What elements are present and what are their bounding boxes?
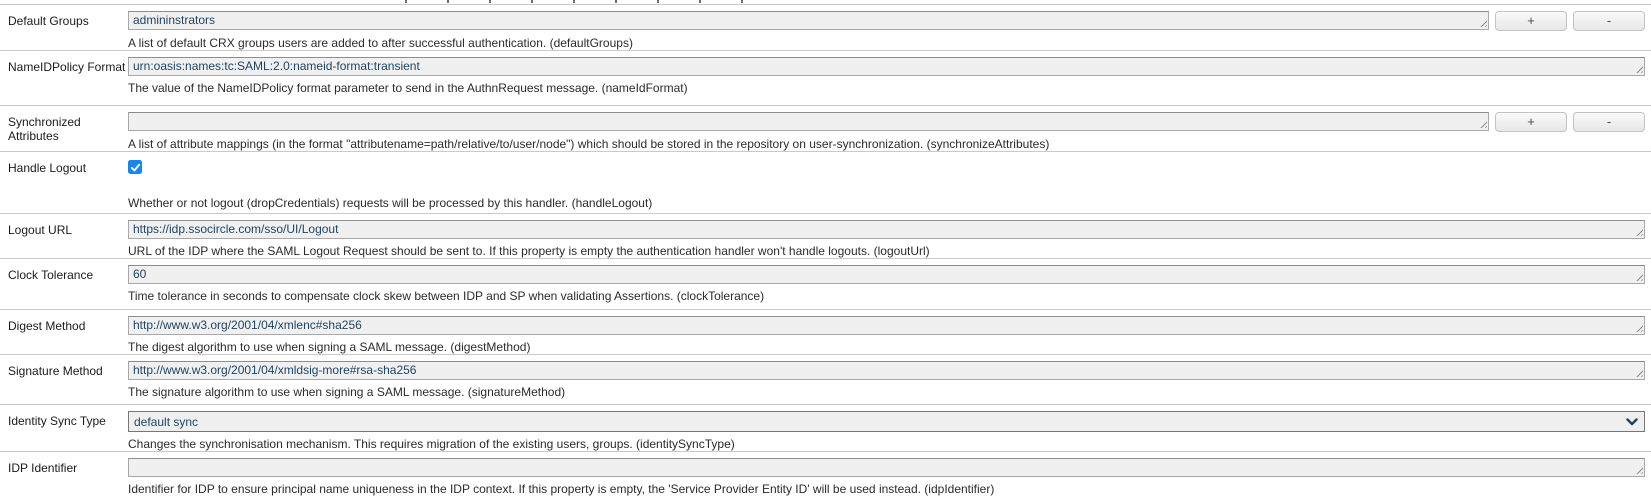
field-row-default-groups: Default Groups admininstrators + - A lis… [0,4,1651,50]
synchronized-attributes-remove-button[interactable]: - [1573,112,1645,132]
field-row-signature-method: Signature Method http://www.w3.org/2001/… [0,354,1651,404]
logout-url-input[interactable]: https://idp.ssocircle.com/sso/UI/Logout [128,220,1645,239]
field-label-logout-url: Logout URL [8,223,73,237]
synchronized-attributes-input[interactable] [128,112,1489,131]
field-description-identity-sync-type: Changes the synchronisation mechanism. T… [128,437,735,451]
field-description-handle-logout: Whether or not logout (dropCredentials) … [128,196,653,210]
field-description-clock-tolerance: Time tolerance in seconds to compensate … [128,289,765,303]
field-description-nameid-policy-format: The value of the NameIDPolicy format par… [128,81,688,95]
field-description-default-groups: A list of default CRX groups users are a… [128,36,633,50]
field-description-idp-identifier: Identifier for IDP to ensure principal n… [128,482,995,496]
field-row-handle-logout: Handle Logout Whether or not logout (dro… [0,151,1651,213]
field-description-logout-url: URL of the IDP where the SAML Logout Req… [128,244,930,258]
field-row-clock-tolerance: Clock Tolerance 60 Time tolerance in sec… [0,258,1651,309]
field-row-digest-method: Digest Method http://www.w3.org/2001/04/… [0,309,1651,354]
field-label-signature-method: Signature Method [8,364,103,378]
field-row-nameid-policy-format: NameIDPolicy Format urn:oasis:names:tc:S… [0,50,1651,105]
field-label-identity-sync-type: Identity Sync Type [8,414,106,428]
field-description-signature-method: The signature algorithm to use when sign… [128,385,566,399]
default-groups-remove-button[interactable]: - [1573,11,1645,31]
field-label-nameid-policy-format: NameIDPolicy Format [8,60,126,74]
handle-logout-checkbox[interactable] [128,160,142,174]
field-row-identity-sync-type: Identity Sync Type default sync Changes … [0,404,1651,451]
clipped-previous-row [0,0,1651,4]
digest-method-input[interactable]: http://www.w3.org/2001/04/xmlenc#sha256 [128,316,1645,335]
field-label-default-groups: Default Groups [8,14,89,28]
field-label-digest-method: Digest Method [8,319,86,333]
field-label-synchronized-attributes: Synchronized Attributes [8,115,81,143]
signature-method-input[interactable]: http://www.w3.org/2001/04/xmldsig-more#r… [128,361,1645,380]
field-description-digest-method: The digest algorithm to use when signing… [128,340,531,354]
clipped-text-remnant [405,0,750,3]
field-label-clock-tolerance: Clock Tolerance [8,268,94,282]
field-row-synchronized-attributes: Synchronized Attributes + - A list of at… [0,105,1651,151]
field-label-idp-identifier: IDP Identifier [8,461,78,475]
identity-sync-type-select[interactable]: default sync [128,411,1645,432]
default-groups-add-button[interactable]: + [1495,11,1567,31]
field-row-idp-identifier: IDP Identifier Identifier for IDP to ens… [0,451,1651,499]
checkmark-icon [130,163,140,171]
nameid-policy-format-input[interactable]: urn:oasis:names:tc:SAML:2.0:nameid-forma… [128,57,1645,76]
field-description-synchronized-attributes: A list of attribute mappings (in the for… [128,137,1050,151]
default-groups-input[interactable]: admininstrators [128,11,1489,30]
field-label-handle-logout: Handle Logout [8,161,87,175]
clock-tolerance-input[interactable]: 60 [128,265,1645,284]
field-row-logout-url: Logout URL https://idp.ssocircle.com/sso… [0,213,1651,258]
idp-identifier-input[interactable] [128,458,1645,477]
synchronized-attributes-add-button[interactable]: + [1495,112,1567,132]
